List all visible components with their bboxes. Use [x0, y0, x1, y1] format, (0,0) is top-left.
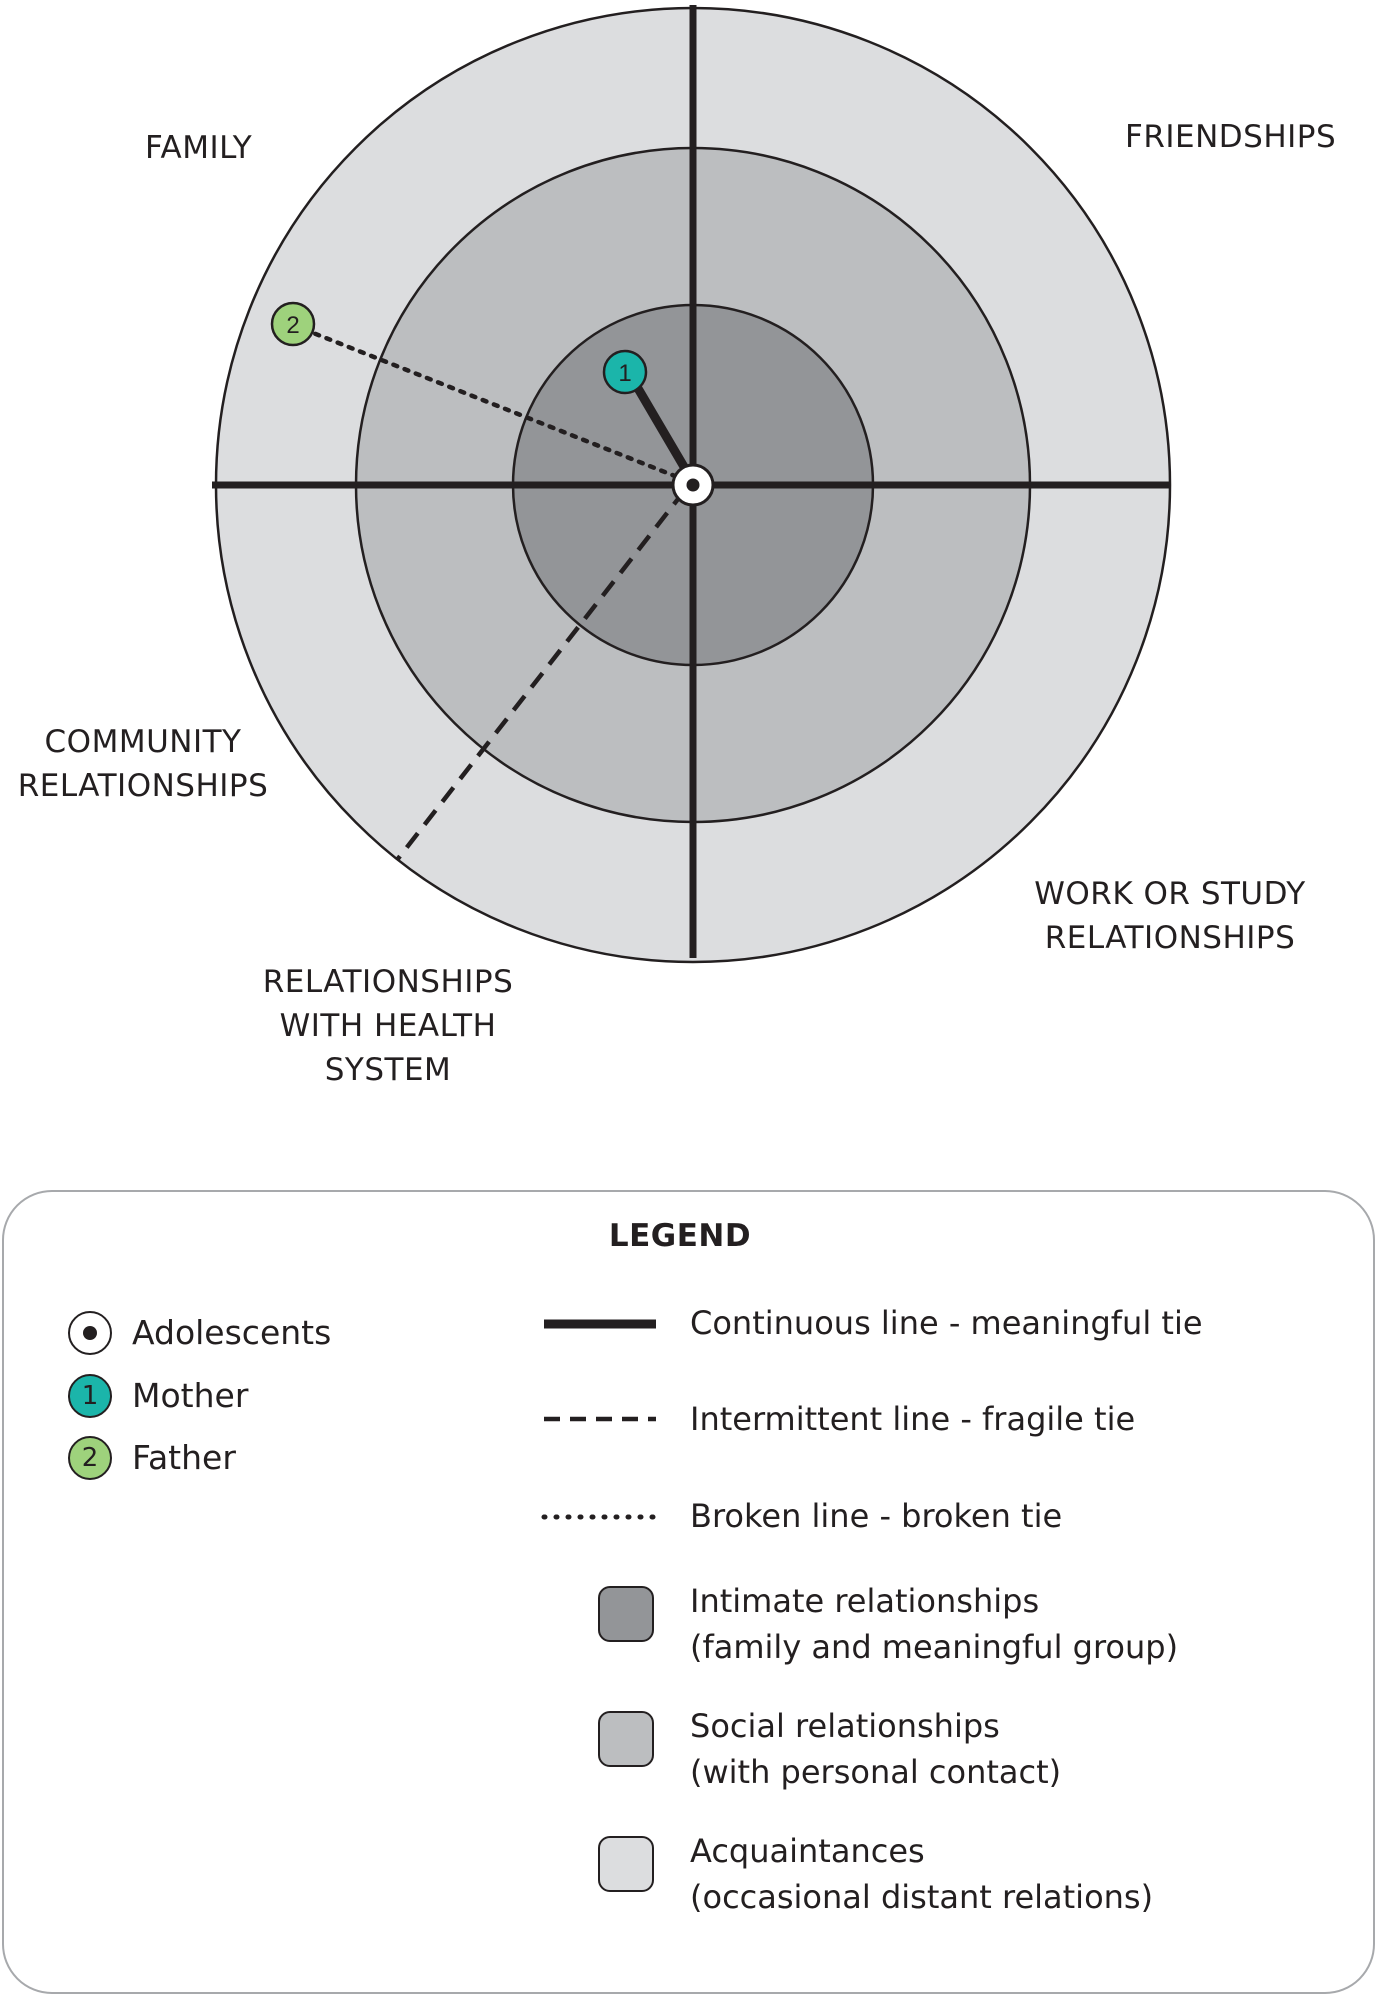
legend-title: LEGEND [608, 1218, 752, 1254]
sector-label-community-line2: RELATIONSHIPS [17, 768, 269, 804]
legend-social-line2: (with personal contact) [690, 1753, 1062, 1791]
mother-node-number: 1 [618, 360, 631, 387]
legend-father-number: 2 [81, 1443, 99, 1473]
legend-social-label: Social relationships (with personal cont… [690, 1703, 1061, 1795]
mother-node [602, 349, 648, 395]
legend-mother-label: Mother [132, 1376, 249, 1415]
sector-label-health-line3: SYSTEM [324, 1052, 452, 1088]
sector-label-health-line1: RELATIONSHIPS [262, 964, 514, 1000]
fragile-tie-health [395, 488, 687, 862]
legend-adolescent-icon-dot [83, 1326, 97, 1340]
broken-tie-father [290, 322, 688, 483]
legend-intimate-line1: Intimate relationships [690, 1582, 1040, 1620]
sector-label-family: FAMILY [145, 130, 253, 166]
father-node-number: 2 [286, 312, 299, 339]
legend-father-label: Father [132, 1438, 236, 1477]
legend-intermittent-label: Intermittent line - fragile tie [690, 1400, 1136, 1438]
legend-intimate-swatch [598, 1586, 654, 1642]
ecomap-diagram: 2 1 [212, 5, 1172, 964]
legend-broken-label: Broken line - broken tie [690, 1497, 1063, 1535]
sector-label-work-line1: WORK OR STUDY [1034, 876, 1306, 912]
legend-acquaintances-line2: (occasional distant relations) [690, 1878, 1154, 1916]
sector-label-work-line2: RELATIONSHIPS [1044, 920, 1296, 956]
legend-intimate-label: Intimate relationships (family and meani… [690, 1578, 1178, 1670]
legend-mother-icon: 1 [68, 1374, 112, 1418]
sector-label-community-line1: COMMUNITY [44, 724, 242, 760]
meaningful-tie-mother [632, 382, 694, 480]
sector-label-friendships: FRIENDSHIPS [1125, 119, 1337, 155]
legend-father-icon: 2 [68, 1436, 112, 1480]
legend-continuous-label: Continuous line - meaningful tie [690, 1304, 1203, 1342]
sector-label-health: RELATIONSHIPS WITH HEALTH SYSTEM [248, 960, 528, 1092]
legend-acquaintances-swatch [598, 1836, 654, 1892]
legend-panel [2, 1190, 1375, 1994]
legend-mother-number: 1 [81, 1381, 99, 1411]
father-node [270, 301, 316, 347]
legend-line-samples [541, 1319, 659, 1520]
legend-social-swatch [598, 1711, 654, 1767]
legend-adolescent-label: Adolescents [132, 1313, 332, 1352]
legend-acquaintances-label: Acquaintances (occasional distant relati… [690, 1828, 1153, 1920]
legend-social-line1: Social relationships [690, 1707, 1000, 1745]
legend-intimate-line2: (family and meaningful group) [690, 1628, 1179, 1666]
adolescent-node-dot [686, 478, 700, 492]
sector-label-community: COMMUNITY RELATIONSHIPS [8, 720, 278, 808]
legend-acquaintances-line1: Acquaintances [690, 1832, 925, 1870]
sector-label-work: WORK OR STUDY RELATIONSHIPS [1015, 872, 1325, 960]
legend-adolescent-icon [68, 1311, 112, 1355]
sector-label-health-line2: WITH HEALTH [279, 1008, 497, 1044]
